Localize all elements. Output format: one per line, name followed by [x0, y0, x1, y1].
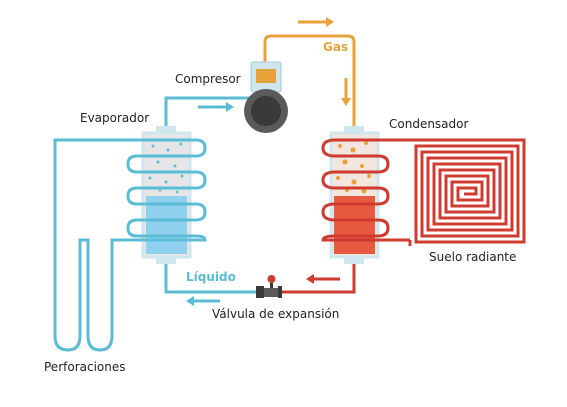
ground-loop-pipe: [53, 138, 138, 352]
valvula-label: Válvula de expansión: [212, 307, 339, 321]
evaporador-label: Evaporador: [80, 111, 149, 125]
compresor-label: Compresor: [175, 72, 241, 86]
condenser-coil: [321, 138, 410, 242]
suction-pipe: [164, 96, 258, 294]
expansion-valve: [256, 275, 282, 298]
perforaciones-label: Perforaciones: [44, 360, 126, 374]
suelo-radiante-label: Suelo radiante: [429, 250, 516, 264]
liquid-pipe-hot: [278, 262, 356, 294]
arrow-liquid-cold: [186, 296, 220, 306]
underfloor-heating-coil: [408, 138, 526, 246]
hot-gas-pipe: [263, 34, 356, 128]
evaporator: [126, 126, 207, 264]
liquido-label: Líquido: [186, 270, 236, 284]
evaporator-coil: [126, 138, 207, 242]
arrow-liquid-hot: [306, 274, 340, 284]
compressor: [244, 61, 288, 133]
gas-label: Gas: [323, 40, 348, 54]
arrow-suction: [198, 102, 234, 112]
condensador-label: Condensador: [389, 117, 468, 131]
evaporator-bubbles: [148, 142, 184, 194]
arrow-gas-top: [298, 17, 334, 27]
arrow-gas-down: [341, 78, 351, 106]
condenser: [321, 126, 410, 264]
